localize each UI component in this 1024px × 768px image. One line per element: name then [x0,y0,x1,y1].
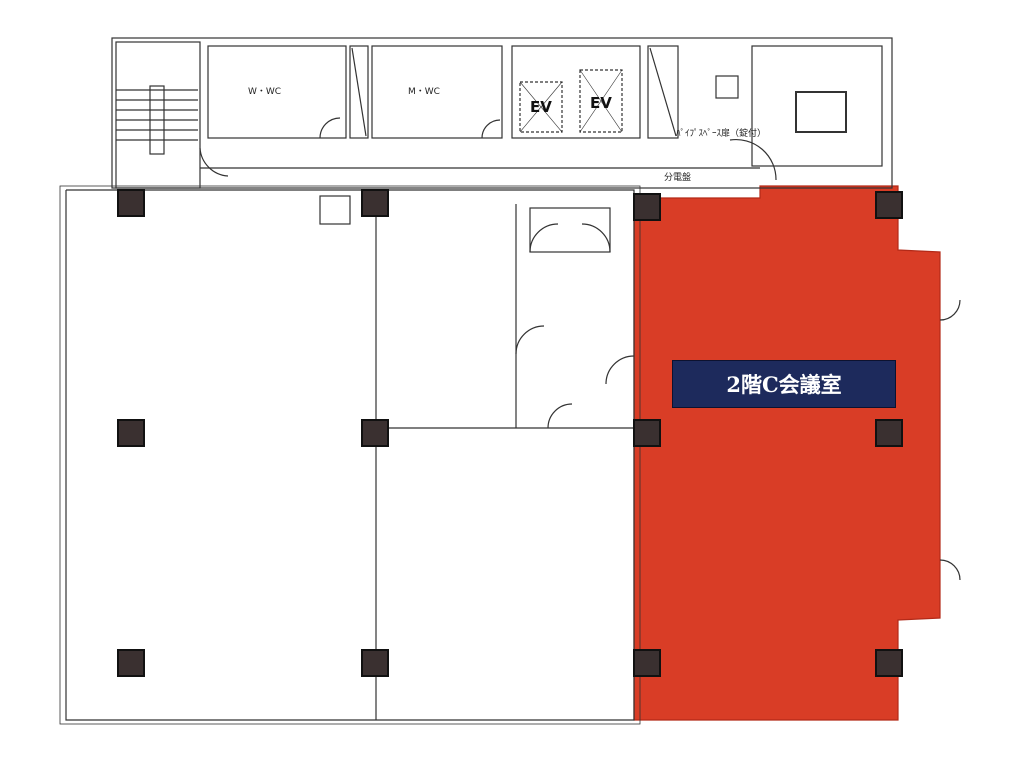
wc-men-room [371,45,503,139]
wc-men-label: M・WC [408,87,440,97]
pipe-space [647,45,679,139]
wc-women-label: W・WC [248,87,282,97]
floor-outline [65,189,635,721]
door-swing [515,325,545,355]
wc-women-room [207,45,347,139]
stair-left [115,41,201,189]
pipe-shaft [349,45,369,139]
elevator-1-shaft [519,81,563,133]
structural-columns [117,189,903,677]
distribution-board-label: 分電盤 [664,173,692,183]
elevator-1-label: EV [530,98,552,116]
stair-left-treads [116,85,198,155]
elevator-2-shaft [579,69,623,133]
core-outline [111,37,893,189]
room-name-badge: 2階C会議室 [672,360,896,408]
entrance-doors[interactable] [529,207,611,253]
elevator-hall [511,45,641,139]
pipe-space-door-label: ﾊﾟｲﾌﾟｽﾍﾟｰｽ扉（錠付） [676,129,767,139]
elevator-2-label: EV [590,94,612,112]
stair-right [751,45,883,167]
highlighted-room-area[interactable] [633,185,941,721]
